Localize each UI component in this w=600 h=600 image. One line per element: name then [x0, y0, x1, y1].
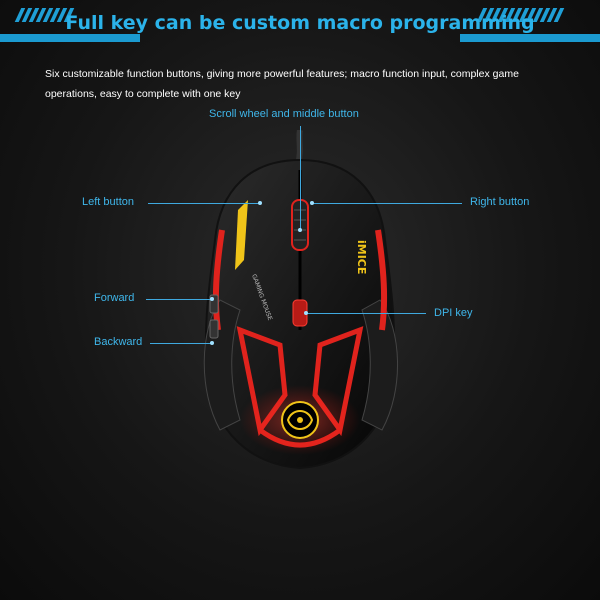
gaming-mouse-illustration: iMICE GAMING MOUSE	[203, 130, 398, 470]
label-scroll-wheel: Scroll wheel and middle button	[209, 108, 359, 120]
leader-forward	[146, 299, 212, 300]
feature-description: Six customizable function buttons, givin…	[45, 68, 519, 100]
page-title: Full key can be custom macro programming	[65, 12, 535, 34]
marker-left-button	[258, 201, 262, 205]
marker-backward	[210, 341, 214, 345]
marker-forward	[210, 297, 214, 301]
header-bar-right	[460, 34, 600, 42]
label-right-button: Right button	[470, 196, 530, 208]
leader-dpi-key	[306, 313, 426, 314]
leader-backward	[150, 343, 212, 344]
leader-left-button	[148, 203, 260, 204]
header-bar-left	[0, 34, 140, 42]
label-forward: Forward	[94, 292, 135, 304]
marker-right-button	[310, 201, 314, 205]
leader-scroll-wheel	[300, 126, 301, 230]
brand-logo-text: iMICE	[355, 240, 368, 274]
label-left-button: Left button	[82, 196, 134, 208]
marker-scroll-wheel	[298, 228, 302, 232]
header-banner: Full key can be custom macro programming	[0, 0, 600, 50]
marker-dpi-key	[304, 311, 308, 315]
label-dpi-key: DPI key	[434, 307, 473, 319]
leader-right-button	[312, 203, 462, 204]
label-backward: Backward	[94, 336, 143, 348]
